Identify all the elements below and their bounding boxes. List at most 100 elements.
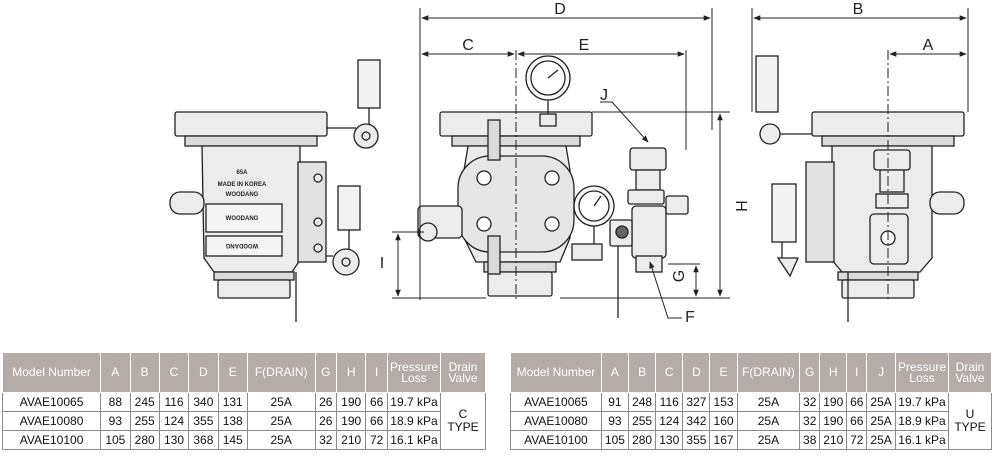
cell-e: 138	[217, 411, 248, 431]
cell-c: 124	[158, 411, 190, 431]
spec-table-c-type: Model Number A B C D E F(DRAIN) G H I Pr…	[1, 352, 486, 450]
dimension-lines	[392, 8, 969, 319]
cell-d: 342	[682, 411, 711, 431]
cell-j: 25A	[866, 411, 896, 431]
table-row: AVAE10080 93 255 124 342 160 25A 32 190 …	[510, 411, 992, 431]
cell-model: AVAE10080	[1, 411, 102, 431]
header-b: B	[129, 352, 160, 393]
header-d: D	[682, 352, 711, 393]
table-header-row: Model Number A B C D E F(DRAIN) G H I J …	[510, 352, 992, 393]
cell-a: 93	[100, 411, 131, 431]
cell-model: AVAE10065	[1, 392, 102, 412]
cell-f-drain: 25A	[246, 411, 316, 431]
header-f-drain: F(DRAIN)	[246, 352, 316, 393]
cell-d: 327	[682, 392, 711, 412]
cell-pressure-loss: 19.7 kPa	[386, 392, 442, 412]
cell-a: 88	[100, 392, 131, 412]
cell-h: 210	[336, 430, 367, 450]
header-i: I	[365, 352, 388, 393]
cell-d: 368	[188, 430, 219, 450]
header-f-drain: F(DRAIN)	[736, 352, 801, 393]
cell-i: 66	[846, 392, 868, 412]
cell-b: 255	[129, 411, 160, 431]
dim-label-f: F	[685, 309, 695, 326]
cell-f-drain: 25A	[736, 430, 801, 450]
cell-j: 25A	[866, 430, 896, 450]
header-a: A	[100, 352, 131, 393]
cell-b: 280	[628, 430, 657, 450]
cell-g: 38	[799, 430, 821, 450]
cell-pressure-loss: 18.9 kPa	[386, 411, 442, 431]
right-side-view	[755, 55, 965, 322]
cell-b: 255	[628, 411, 657, 431]
dimension-labels: D C E B A H G I J F	[380, 1, 934, 326]
cell-b: 248	[628, 392, 657, 412]
dim-label-a: A	[923, 37, 934, 54]
cell-i: 66	[365, 392, 388, 412]
cell-c: 124	[655, 411, 684, 431]
cell-a: 105	[600, 430, 630, 450]
cell-e: 145	[217, 430, 248, 450]
cell-i: 72	[846, 430, 868, 450]
front-view	[417, 55, 689, 318]
table-row: AVAE10065 88 245 116 340 131 25A 26 190 …	[1, 392, 486, 450]
cell-c: 116	[655, 392, 684, 412]
cell-h: 210	[819, 430, 848, 450]
cell-model: AVAE10100	[1, 430, 102, 450]
cell-pressure-loss: 19.7 kPa	[894, 392, 950, 412]
plate-marking: WOODANG	[226, 216, 259, 222]
cell-e: 153	[709, 392, 738, 412]
plate-marking-mirrored: WOODANG	[225, 242, 258, 248]
cell-g: 32	[314, 430, 338, 450]
cell-d: 340	[188, 392, 219, 412]
made-in-marking: MADE IN KOREA	[218, 182, 267, 188]
cell-pressure-loss: 16.1 kPa	[386, 430, 442, 450]
dim-label-g: G	[671, 270, 688, 282]
cell-a: 91	[600, 392, 630, 412]
drain-valve-type: TYPE	[954, 420, 986, 434]
cell-j: 25A	[866, 392, 896, 412]
cell-h: 190	[819, 392, 848, 412]
drain-valve-type: TYPE	[447, 420, 479, 434]
cell-i: 66	[365, 411, 388, 431]
header-drain-valve: Drain Valve	[440, 352, 486, 393]
cell-model: AVAE10065	[510, 392, 602, 412]
header-c: C	[158, 352, 190, 393]
header-pressure-loss: Pressure Loss	[386, 352, 442, 393]
cell-f-drain: 25A	[246, 430, 316, 450]
cell-e: 167	[709, 430, 738, 450]
table-row: AVAE10100 105 280 130 355 167 25A 38 210…	[510, 430, 992, 450]
table-row: AVAE10100 105 280 130 368 145 25A 32 210…	[1, 430, 486, 450]
table-row: AVAE10065 91 248 116 327 153 25A 32 190 …	[510, 392, 992, 450]
spec-table-u-type: Model Number A B C D E F(DRAIN) G H I J …	[510, 352, 992, 450]
header-model-number: Model Number	[1, 352, 102, 393]
dim-label-c: C	[462, 37, 474, 54]
valve-markings: 65A MADE IN KOREA WOODANG WOODANG WOODAN…	[218, 170, 267, 248]
cell-c: 130	[655, 430, 684, 450]
cell-d: 355	[188, 411, 219, 431]
cell-model: AVAE10080	[510, 411, 602, 431]
cell-drain-valve: C TYPE	[440, 392, 486, 450]
drain-valve-letter: U	[965, 407, 975, 421]
cell-model: AVAE10100	[510, 430, 602, 450]
cell-g: 32	[799, 411, 821, 431]
header-a: A	[600, 352, 630, 393]
cell-b: 280	[129, 430, 160, 450]
table-row: AVAE10080 93 255 124 355 138 25A 26 190 …	[1, 411, 486, 431]
brand-marking: WOODANG	[226, 192, 259, 198]
valve-size-marking: 65A	[236, 170, 248, 176]
cell-i: 66	[846, 411, 868, 431]
header-e: E	[217, 352, 248, 393]
cell-f-drain: 25A	[246, 392, 316, 412]
cell-g: 26	[314, 392, 338, 412]
cell-h: 190	[336, 392, 367, 412]
cell-g: 32	[799, 392, 821, 412]
header-c: C	[655, 352, 684, 393]
dim-label-d: D	[554, 1, 566, 18]
cell-b: 245	[129, 392, 160, 412]
cell-h: 190	[336, 411, 367, 431]
cell-e: 160	[709, 411, 738, 431]
cell-drain-valve: U TYPE	[948, 392, 992, 450]
header-h: H	[819, 352, 848, 393]
dim-label-b: B	[853, 1, 864, 18]
